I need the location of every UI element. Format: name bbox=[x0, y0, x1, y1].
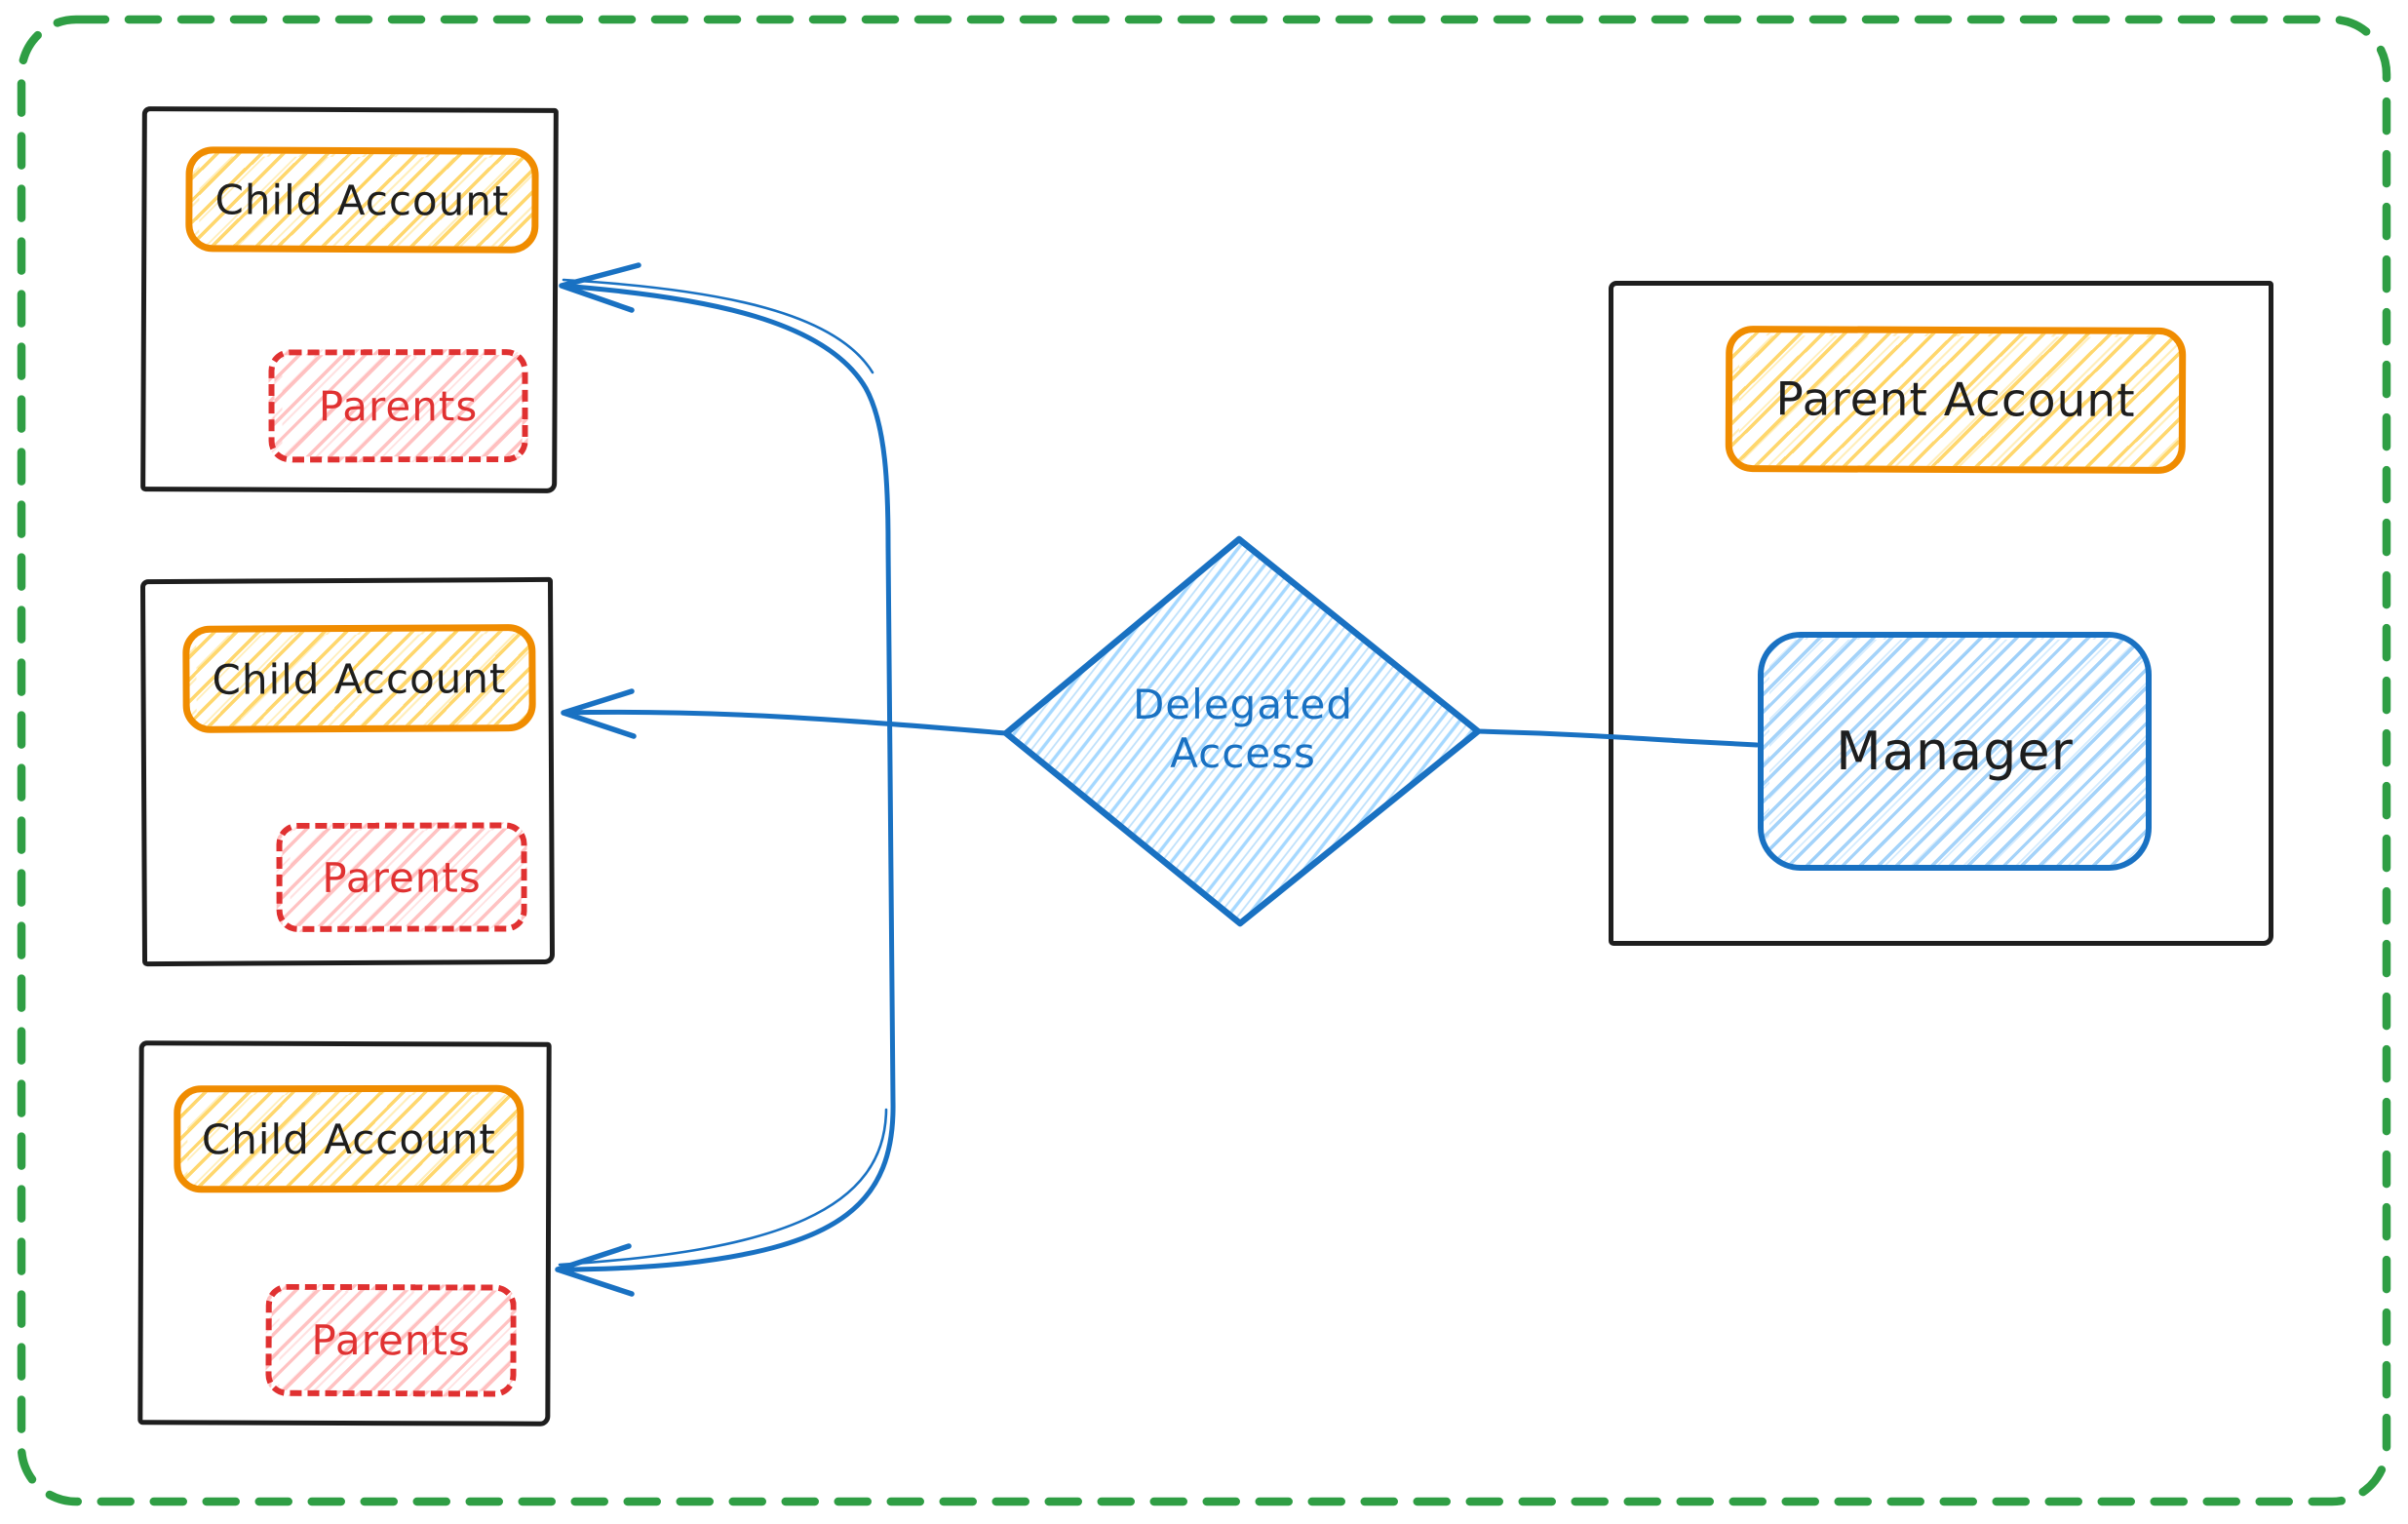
arrow-to-child-2 bbox=[561, 709, 1009, 736]
parents-box-1: Parents bbox=[268, 349, 528, 463]
child-account-box-2: Child Account Parents bbox=[139, 576, 556, 967]
child-account-title-text-1: Child Account bbox=[214, 175, 510, 225]
child-account-title-1: Child Account bbox=[185, 146, 539, 254]
parent-account-title-text: Parent Account bbox=[1775, 371, 2136, 428]
child-account-title-text-3: Child Account bbox=[201, 1114, 496, 1163]
parents-label-text-2: Parents bbox=[322, 853, 482, 902]
arrow-branch-overdraw-top bbox=[562, 278, 874, 374]
parent-account-title: Parent Account bbox=[1725, 325, 2187, 475]
parents-box-2: Parents bbox=[276, 822, 527, 932]
parents-label-text-3: Parents bbox=[311, 1315, 471, 1365]
arrow-branch-overdraw-bottom bbox=[558, 1108, 888, 1267]
child-account-title-2: Child Account bbox=[182, 623, 536, 733]
parents-label-text-1: Parents bbox=[318, 381, 479, 430]
parent-account-box: Parent Account Manager bbox=[1609, 281, 2273, 946]
manager-node: Manager bbox=[1758, 632, 2152, 871]
arrowhead-child-2 bbox=[561, 688, 637, 739]
arrowhead-child-3 bbox=[555, 1243, 635, 1297]
decision-label: Delegated Access bbox=[1132, 681, 1354, 778]
arrowhead-child-1 bbox=[559, 262, 641, 313]
child-account-box-1: Child Account Parents bbox=[140, 106, 559, 493]
child-account-title-text-2: Child Account bbox=[212, 653, 507, 704]
child-account-title-3: Child Account bbox=[174, 1084, 524, 1193]
child-account-box-3: Child Account Parents bbox=[137, 1040, 552, 1426]
arrow-branch-child-1-and-3 bbox=[555, 283, 896, 1272]
manager-label-text: Manager bbox=[1836, 721, 2074, 782]
parents-box-3: Parents bbox=[265, 1283, 517, 1397]
